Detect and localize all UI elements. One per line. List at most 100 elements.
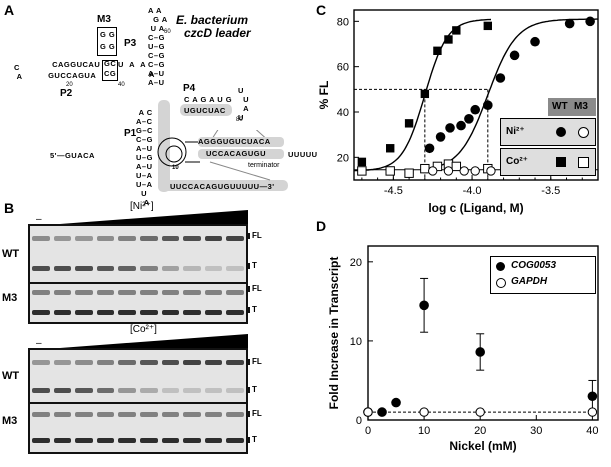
wt-ni-row-label: WT (2, 248, 20, 260)
gel-band (226, 266, 244, 271)
p2-top-seq: CAGGUCAU (52, 60, 101, 69)
co-label: [Co²⁺] (130, 324, 157, 335)
data-point (564, 18, 575, 29)
x-tick-label: -4.0 (463, 185, 482, 197)
data-point (587, 407, 598, 417)
legend-d: COG0053 GAPDH (490, 256, 596, 294)
gel-band (75, 412, 93, 417)
data-point (424, 143, 435, 154)
gel-band (204, 412, 223, 417)
gel-band (75, 388, 93, 393)
data-point (385, 166, 395, 176)
data-point (386, 144, 395, 153)
gel-band (96, 412, 115, 417)
strand-highlight (158, 100, 170, 192)
plot-frame (367, 245, 599, 421)
gel-band (204, 438, 223, 443)
terminator-top-seq: AGGGUGUCUACA (198, 137, 271, 146)
gel-band (204, 290, 223, 295)
gel-band (161, 412, 180, 417)
legend-c-co: Co²⁺ (506, 156, 528, 167)
gel-band (204, 310, 223, 315)
legend-c-m3: M3 (574, 101, 588, 112)
gel-band (183, 290, 201, 295)
p3-label: P3 (124, 38, 137, 49)
gel-band (183, 388, 201, 393)
gel-band (140, 310, 158, 315)
wt-co-row-label: WT (2, 370, 20, 382)
gel-band (140, 412, 158, 417)
gel-band (226, 236, 244, 241)
data-point (456, 120, 466, 131)
data-point (486, 166, 496, 176)
legend-c-co-m3-marker (578, 157, 589, 168)
data-point (363, 407, 373, 417)
strand-highlight-bottom (158, 180, 288, 191)
p2-label: P2 (60, 88, 73, 99)
terminator-tail: UUUUU (288, 150, 318, 159)
gel-band (32, 266, 50, 271)
num-20: 20 (66, 82, 73, 88)
gel-band (53, 388, 72, 393)
gel-band (226, 310, 244, 315)
data-point (483, 100, 493, 110)
gel-band (226, 290, 244, 295)
gel-band (204, 388, 223, 393)
y-tick-label: 60 (337, 62, 349, 74)
gel-band (75, 236, 93, 241)
gel-ni-m3 (28, 282, 248, 324)
data-point (464, 114, 474, 124)
gel-band (140, 438, 158, 443)
gel-band (53, 412, 72, 417)
data-point (509, 50, 520, 61)
gel-band (32, 310, 50, 315)
gel-band (96, 310, 115, 315)
x-axis-label: log c (Ligand, M) (428, 201, 523, 215)
gel-band (226, 412, 244, 417)
gel-band (204, 360, 223, 365)
co-minus: – (36, 338, 42, 349)
data-point (444, 35, 453, 44)
gel-band (32, 438, 50, 443)
y-axis-label: % FL (317, 81, 331, 110)
m3-box (97, 27, 117, 56)
terminator-lines (157, 130, 271, 181)
fl-label-3: FL (252, 357, 262, 366)
panel-label-a: A (4, 2, 15, 18)
x-tick-label: 20 (474, 425, 486, 437)
legend-d-s2: GAPDH (511, 276, 548, 287)
p2-bottom-seq: GUCCAGUA (48, 71, 97, 80)
num-60: 60 (164, 29, 171, 35)
data-point (391, 397, 401, 408)
data-point (357, 157, 367, 167)
data-point (475, 407, 485, 417)
gel-band (53, 360, 72, 365)
legend-c: WT M3 Ni²⁺ Co²⁺ (500, 98, 596, 182)
data-point (420, 163, 430, 174)
gel-band (118, 438, 136, 443)
gel-ni-wt (28, 224, 248, 286)
data-point (357, 166, 367, 176)
gel-band (118, 412, 136, 417)
y-tick-label: 20 (350, 257, 362, 269)
p4-highlight (180, 104, 232, 116)
terminator-bottom-seq: UCCACAGUGU (206, 149, 266, 158)
x-tick-label: 30 (530, 425, 542, 437)
x-tick-label: 10 (418, 425, 430, 437)
data-point (433, 46, 442, 55)
legend-d-s1-marker (496, 262, 505, 271)
gel-band (53, 310, 72, 315)
data-point (404, 168, 414, 178)
gel-band (161, 266, 180, 271)
gel-band (161, 438, 180, 443)
x-tick-label: -3.5 (541, 185, 560, 197)
gel-band (161, 290, 180, 295)
gel-band (32, 388, 50, 393)
data-point (495, 73, 506, 83)
gel-band (118, 266, 136, 271)
gel-band (226, 388, 244, 393)
ni-minus: – (36, 214, 42, 225)
legend-d-s2-marker (496, 278, 506, 288)
gel-band (32, 360, 50, 365)
